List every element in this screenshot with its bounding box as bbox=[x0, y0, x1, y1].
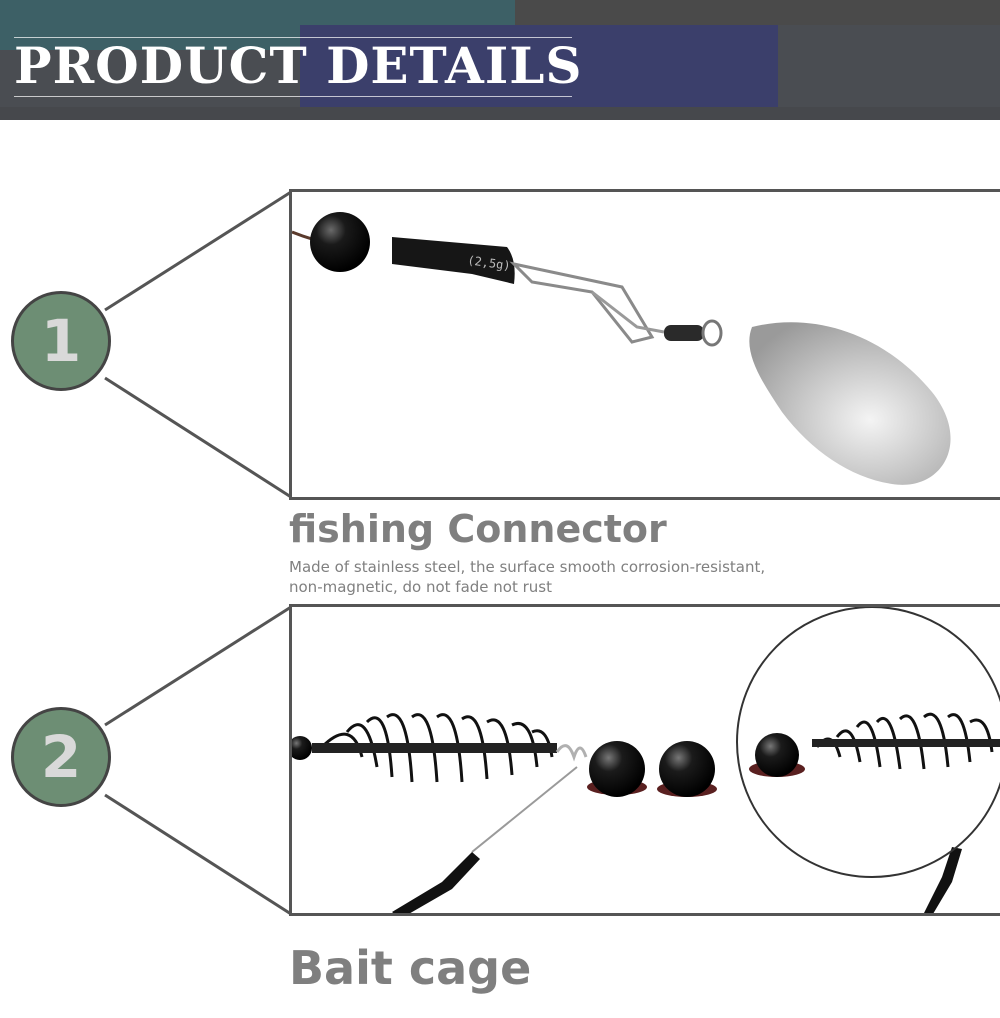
lead-sinker bbox=[749, 322, 951, 485]
callout-line-1-bottom bbox=[104, 376, 292, 499]
cage-spring-right bbox=[815, 712, 994, 770]
bead-3 bbox=[755, 733, 799, 777]
steel-wire bbox=[471, 766, 578, 853]
section-description-line-2: non-magnetic, do not fade not rust bbox=[289, 578, 552, 596]
section-description-line-1: Made of stainless steel, the surface smo… bbox=[289, 558, 766, 576]
cage-core-right bbox=[812, 739, 1000, 747]
wire-sleeve-left bbox=[392, 852, 480, 913]
section-number-2: 2 bbox=[40, 723, 82, 791]
small-coil bbox=[555, 744, 588, 762]
banner-bottom-strip bbox=[0, 107, 1000, 120]
wire-sleeve-right bbox=[924, 847, 962, 913]
snap-clip bbox=[509, 261, 655, 344]
callout-line-2-bottom bbox=[104, 793, 292, 916]
connector-illustration: (2,5g) bbox=[292, 212, 951, 485]
page-title: PRODUCT DETAILS bbox=[14, 36, 583, 95]
bait-cage-illustration bbox=[292, 607, 1000, 913]
cage-end-bead bbox=[292, 736, 312, 760]
header-banner: PRODUCT DETAILS bbox=[0, 0, 1000, 120]
rubber-sleeve bbox=[392, 237, 515, 284]
section-number-badge-1: 1 bbox=[11, 291, 111, 391]
section-heading-connector: fishing Connector bbox=[289, 507, 667, 551]
swivel-ring bbox=[701, 319, 723, 347]
product-photo-bait-cage bbox=[289, 604, 1000, 916]
cage-core-left bbox=[312, 743, 557, 753]
black-bead bbox=[310, 212, 370, 272]
banner-rule-bottom bbox=[14, 96, 572, 97]
section-heading-bait-cage: Bait cage bbox=[289, 941, 532, 995]
snap-hook bbox=[591, 290, 665, 334]
bead-1 bbox=[589, 741, 645, 797]
product-photo-connector: (2,5g) bbox=[289, 189, 1000, 500]
sleeve-print: (2,5g) bbox=[467, 253, 512, 273]
callout-line-1-top bbox=[104, 190, 292, 312]
section-number-1: 1 bbox=[40, 307, 82, 375]
zoom-circle bbox=[736, 607, 1000, 878]
cage-spring-left bbox=[320, 713, 554, 783]
swivel bbox=[664, 325, 704, 341]
bead-2 bbox=[659, 741, 715, 797]
banner-rule-top bbox=[14, 37, 572, 38]
section-number-badge-2: 2 bbox=[11, 707, 111, 807]
banner-blue-block bbox=[300, 25, 778, 107]
callout-line-2-top bbox=[104, 605, 292, 727]
banner-dark-block bbox=[515, 0, 1000, 25]
